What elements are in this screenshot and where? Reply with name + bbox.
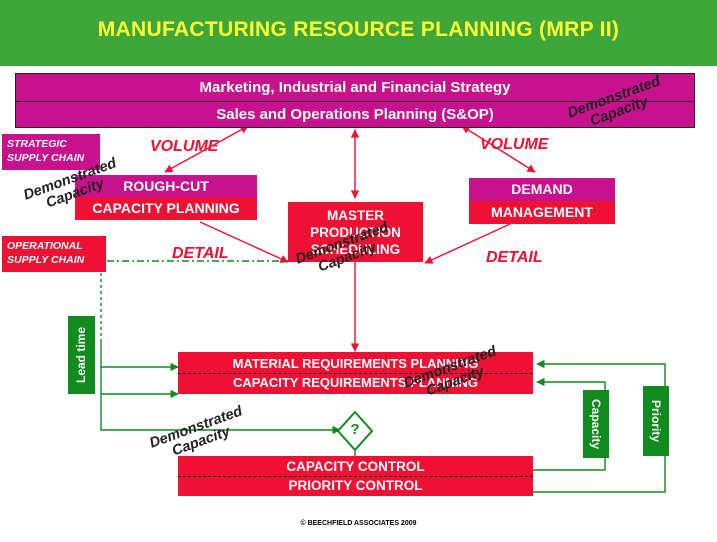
- priority-control-line: PRIORITY CONTROL: [178, 476, 533, 495]
- operational-line2: SUPPLY CHAIN: [7, 254, 85, 266]
- strategic-line1: STRATEGIC: [7, 138, 67, 150]
- copyright-footer: © BEECHFIELD ASSOCIATES 2009: [300, 520, 417, 527]
- question-diamond: [336, 410, 374, 452]
- strategy-box: Marketing, Industrial and Financial Stra…: [15, 73, 695, 128]
- sop-line: Sales and Operations Planning (S&OP): [216, 106, 494, 123]
- strategy-line: Marketing, Industrial and Financial Stra…: [16, 74, 694, 102]
- operational-line1: OPERATIONAL: [7, 240, 83, 252]
- arrow-demand-to-mps: [424, 223, 511, 264]
- demand-management-box: DEMAND MANAGEMENT: [469, 178, 615, 224]
- demand-line1: DEMAND: [469, 178, 615, 201]
- rough-cut-capacity-planning-box: ROUGH-CUT CAPACITY PLANNING: [75, 175, 257, 220]
- mrp-line: MATERIAL REQUIREMENTS PLANNING: [232, 356, 479, 371]
- priority-tag: Priority: [643, 386, 669, 456]
- detail-label-right: DETAIL: [486, 249, 543, 266]
- title-bar: MANUFACTURING RESOURCE PLANNING (MRP II): [0, 0, 717, 66]
- arrow-top-to-roughcut: [164, 125, 249, 173]
- control-box: CAPACITY CONTROL PRIORITY CONTROL: [178, 456, 533, 496]
- lead-time-loop: [100, 342, 341, 435]
- lead-time-tag: Lead time: [68, 316, 95, 394]
- volume-label-left: VOLUME: [150, 138, 219, 155]
- mps-line3: SCHEDULING: [310, 242, 401, 257]
- strategic-line2: SUPPLY CHAIN: [7, 152, 85, 164]
- page-title: MANUFACTURING RESOURCE PLANNING (MRP II): [97, 18, 620, 41]
- mps-line1: MASTER: [327, 208, 384, 223]
- capacity-control-line: CAPACITY CONTROL: [286, 459, 425, 474]
- strategic-supply-chain-tag: STRATEGIC SUPPLY CHAIN: [2, 134, 100, 170]
- requirements-planning-box: MATERIAL REQUIREMENTS PLANNING CAPACITY …: [178, 352, 533, 394]
- arrow-roughcut-to-mps: [199, 221, 289, 263]
- master-production-scheduling-box: MASTER PRODUCTION SCHEDULING: [288, 202, 423, 262]
- rough-cut-line2: CAPACITY PLANNING: [75, 197, 257, 220]
- volume-label-right: VOLUME: [480, 136, 549, 153]
- mps-line2: PRODUCTION: [310, 225, 401, 240]
- question-mark: ?: [350, 421, 360, 438]
- arrow-top-to-demand: [461, 125, 536, 173]
- detail-label-left: DETAIL: [172, 245, 229, 262]
- rough-cut-line1: ROUGH-CUT: [75, 175, 257, 197]
- crp-line: CAPACITY REQUIREMENTS PLANNING: [178, 373, 533, 392]
- operational-supply-chain-tag: OPERATIONAL SUPPLY CHAIN: [2, 236, 106, 272]
- capacity-tag: Capacity: [583, 390, 609, 458]
- demand-line2: MANAGEMENT: [469, 201, 615, 224]
